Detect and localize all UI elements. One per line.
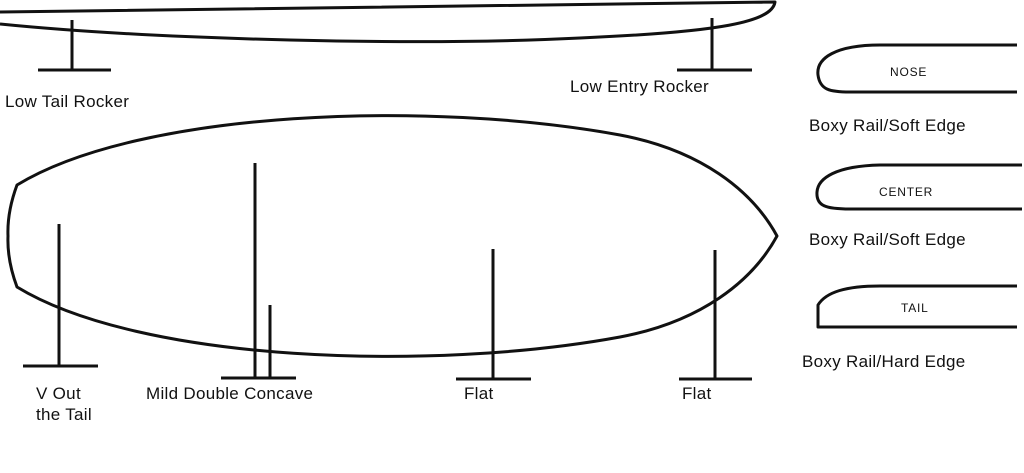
entry-rocker-label: Low Entry Rocker [570, 77, 709, 96]
flat-label-1: Flat [464, 384, 494, 403]
rail-center-description: Boxy Rail/Soft Edge [809, 230, 966, 249]
v-tail-label-line1: V Out [36, 384, 81, 403]
rail-nose-section-label: NOSE [890, 65, 928, 79]
rail-tail-shape [816, 284, 1017, 329]
tail-rocker-label: Low Tail Rocker [5, 92, 130, 111]
concave-label: Mild Double Concave [146, 384, 314, 403]
bottom-outline [6, 114, 779, 381]
rail-center-section-label: CENTER [879, 185, 934, 199]
rail-tail-section-label: TAIL [901, 301, 929, 315]
flat-label-2: Flat [682, 384, 712, 403]
rail-nose-description: Boxy Rail/Soft Edge [809, 116, 966, 135]
rocker-profile [0, 0, 777, 72]
rail-nose-shape [816, 43, 1017, 94]
board-outline [6, 114, 779, 358]
board-side-profile [0, 0, 777, 44]
rail-tail-description: Boxy Rail/Hard Edge [802, 352, 966, 371]
rail-center-shape [815, 163, 1022, 211]
v-tail-label-line2: the Tail [36, 405, 92, 424]
rail-sections [815, 43, 1022, 329]
